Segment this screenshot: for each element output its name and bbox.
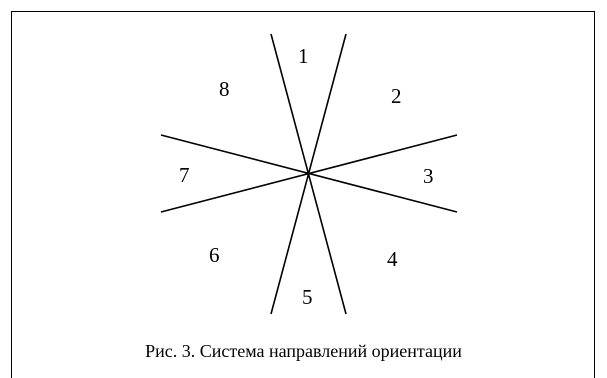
orientation-diagram: 1 2 3 4 5 6 7 8 [160,33,458,315]
figure-caption: Рис. 3. Система направлений ориентации [145,341,462,361]
sector-label-7: 7 [179,163,190,187]
sector-label-5: 5 [302,285,313,309]
sector-label-2: 2 [391,84,402,108]
figure-frame [11,11,595,378]
sector-label-8: 8 [219,77,230,101]
sector-label-1: 1 [298,44,309,68]
sector-label-3: 3 [423,164,434,188]
sector-label-4: 4 [387,247,398,271]
sector-label-6: 6 [209,243,220,267]
direction-line-d [160,134,458,213]
